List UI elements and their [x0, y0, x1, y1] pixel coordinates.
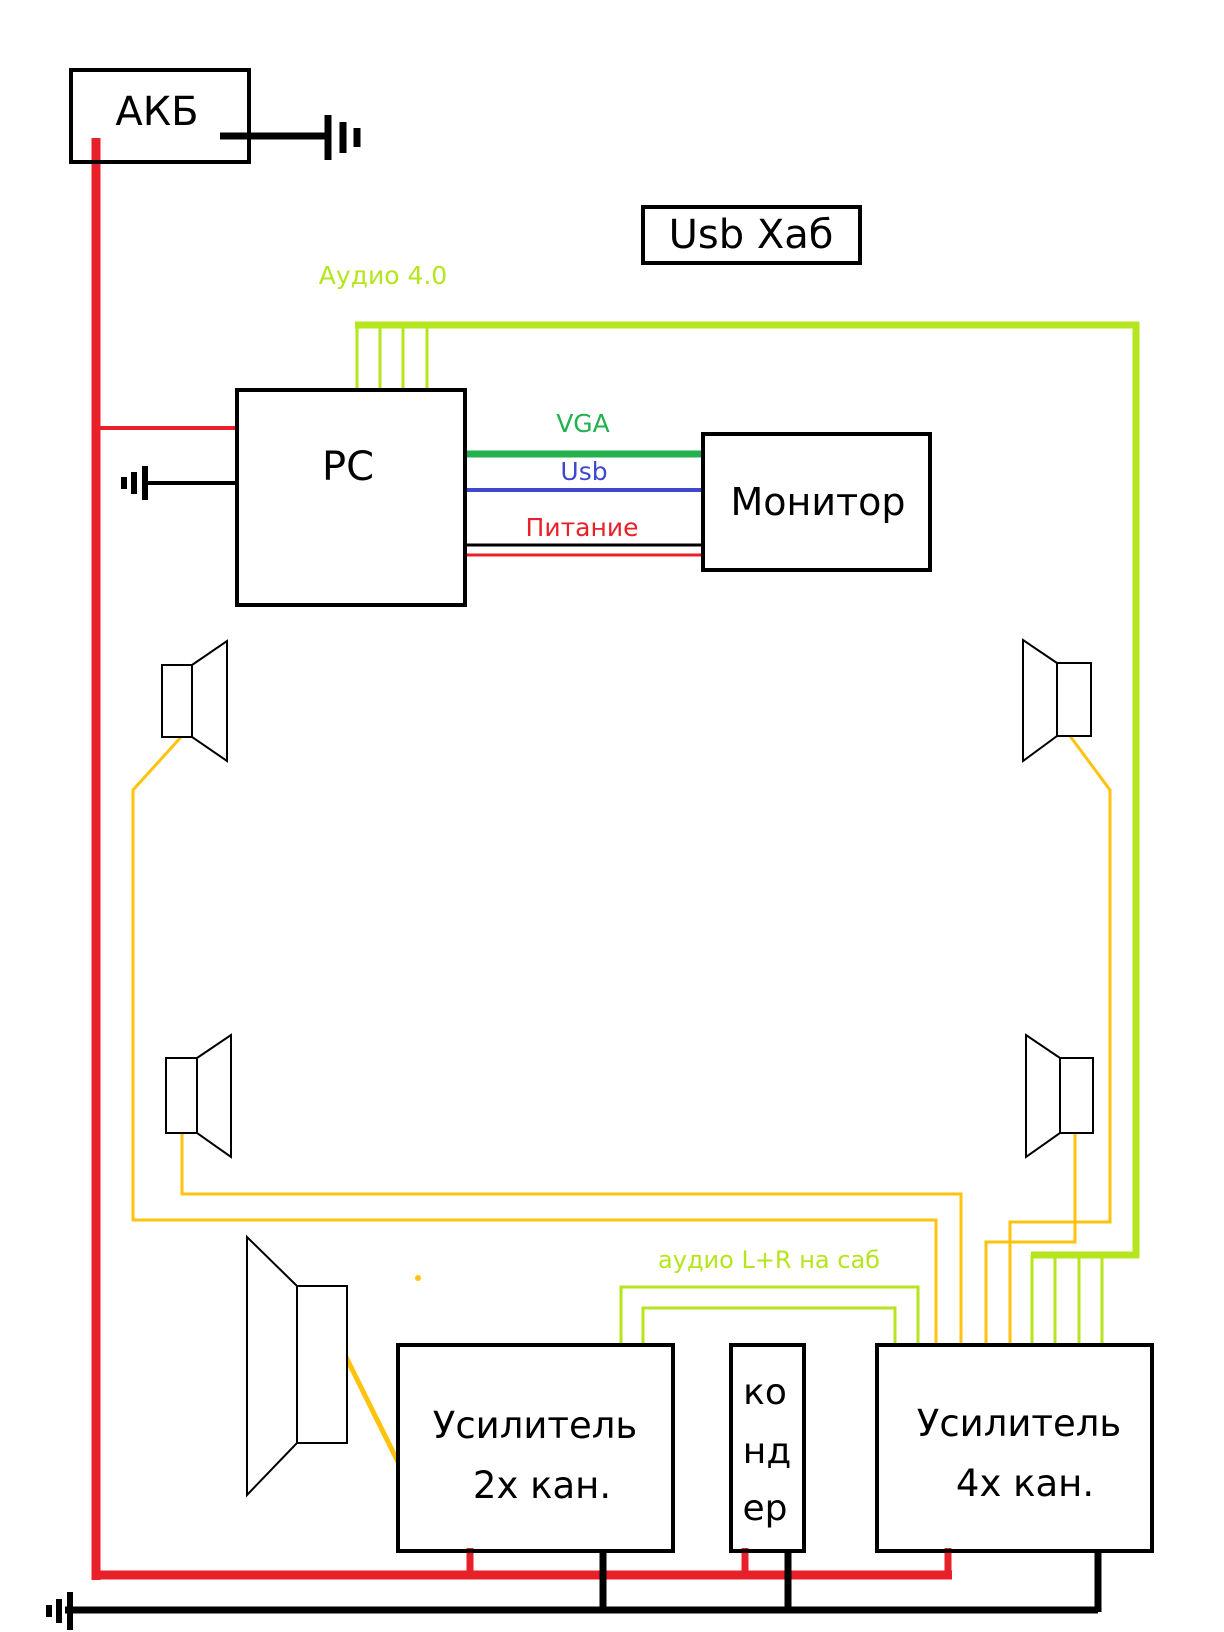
subwoofer-icon [246, 1234, 348, 1498]
amp-2ch-label-line1: Усилитель [433, 1404, 637, 1447]
capacitor-box [729, 1343, 806, 1553]
usb-hub-label: Usb Хаб [669, 212, 834, 258]
ground-symbol-pc-icon [121, 466, 148, 500]
amp-2ch-box [396, 1343, 675, 1553]
amp-2ch-label-line2: 2х кан. [473, 1464, 611, 1507]
battery-box [69, 68, 251, 164]
audio-40-label: Аудио 4.0 [319, 261, 447, 290]
speaker-wires [131, 734, 1112, 1464]
pc-label: PC [322, 444, 374, 490]
sub-audio-wires [619, 1285, 920, 1345]
power-wires [91, 138, 952, 1580]
monitor-box [701, 432, 932, 572]
ground-wires [65, 132, 1102, 1614]
stray-dot [415, 1275, 421, 1281]
vga-label: VGA [556, 409, 610, 438]
amp-4ch-box [875, 1343, 1154, 1553]
speaker-front-right-icon [1022, 638, 1092, 763]
ground-symbol-battery-icon [324, 115, 361, 160]
capacitor-label-line2: нд [743, 1431, 791, 1472]
usb-label: Usb [560, 457, 607, 486]
speaker-front-left-icon [161, 639, 228, 763]
pc-box [235, 388, 467, 607]
monitor-label: Монитор [730, 480, 905, 524]
amp-4ch-label-line1: Усилитель [917, 1402, 1121, 1445]
power-label: Питание [526, 513, 639, 542]
battery-label: АКБ [115, 89, 198, 135]
usb-hub-box [641, 205, 862, 265]
speaker-rear-right-icon [1025, 1033, 1094, 1159]
capacitor-label-line1: ко [743, 1372, 787, 1413]
audio-40-wires [355, 321, 1140, 1345]
speaker-rear-left-icon [165, 1033, 232, 1159]
capacitor-label-line3: ер [743, 1488, 788, 1529]
sub-audio-label: аудио L+R на саб [658, 1246, 880, 1274]
ground-symbol-bottom-icon [46, 1592, 73, 1630]
amp-4ch-label-line2: 4х кан. [956, 1462, 1094, 1505]
